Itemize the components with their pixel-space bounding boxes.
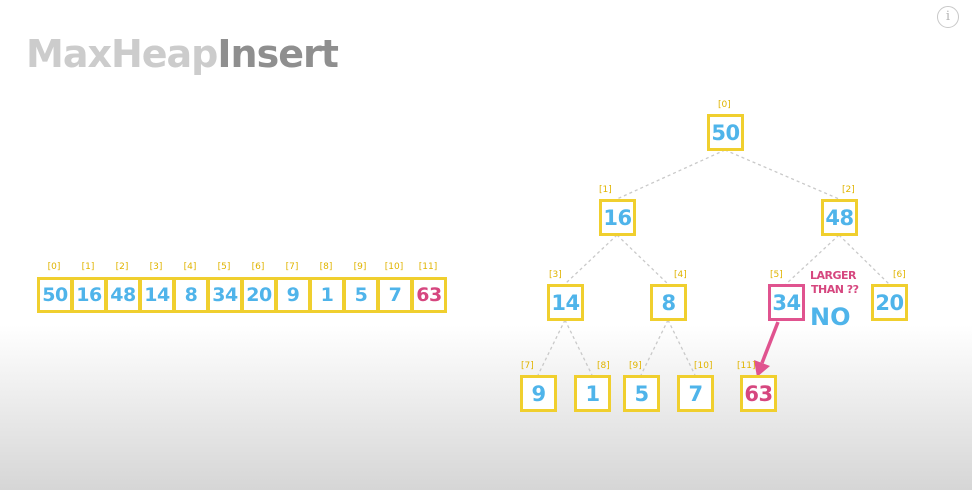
array-cell: 7: [377, 277, 413, 313]
array-index: [8]: [319, 262, 333, 272]
edge-0-1: [616, 149, 726, 200]
array-index: [0]: [47, 262, 61, 272]
tree-node: 48: [821, 199, 858, 236]
node-index: [5]: [770, 270, 783, 280]
tree-node: 7: [677, 375, 714, 412]
array-cell-new: 63: [411, 277, 447, 313]
array-index: [1]: [81, 262, 95, 272]
edge-4-10: [667, 319, 696, 376]
edge-1-4: [616, 234, 669, 285]
comparison-question-line1: LARGER: [810, 269, 857, 282]
array-index: [7]: [285, 262, 299, 272]
info-icon[interactable]: i: [937, 6, 959, 28]
edge-4-9: [640, 319, 669, 376]
tree-node: 5: [623, 375, 660, 412]
tree-node: 1: [574, 375, 611, 412]
edge-3-7: [537, 319, 566, 376]
node-index: [3]: [549, 270, 562, 280]
array-cell: 9: [275, 277, 311, 313]
array-cell: 20: [241, 277, 277, 313]
comparison-answer: NO: [810, 303, 851, 331]
array-cell: 48: [105, 277, 141, 313]
array-cell: 34: [207, 277, 243, 313]
array-index: [4]: [183, 262, 197, 272]
tree-node: 16: [599, 199, 636, 236]
tree-node-compared: 34: [768, 284, 805, 321]
edge-3-8: [564, 319, 593, 376]
array-index: [6]: [251, 262, 265, 272]
tree-node: 20: [871, 284, 908, 321]
edge-0-2: [724, 149, 840, 200]
array-cell: 14: [139, 277, 175, 313]
array-index: [2]: [115, 262, 129, 272]
array-index: [11]: [418, 262, 438, 272]
node-index: [11]: [737, 361, 756, 371]
page-title: MaxHeapInsert: [26, 32, 339, 76]
tree-node-root: 50: [707, 114, 744, 151]
array-cell: 16: [71, 277, 107, 313]
array-index: [9]: [353, 262, 367, 272]
tree-node: 8: [650, 284, 687, 321]
array-cell: 1: [309, 277, 345, 313]
swap-arrow: [754, 321, 780, 377]
node-index: [7]: [521, 361, 534, 371]
tree-node-new: 63: [740, 375, 777, 412]
node-index: [1]: [599, 185, 612, 195]
array-cell: 50: [37, 277, 73, 313]
node-index: [8]: [597, 361, 610, 371]
node-index: [4]: [674, 270, 687, 280]
node-index: [2]: [842, 185, 855, 195]
node-index: [9]: [629, 361, 642, 371]
tree-node: 9: [520, 375, 557, 412]
comparison-question-line2: THAN ??: [811, 283, 859, 296]
array-index: [10]: [384, 262, 404, 272]
array-index: [5]: [217, 262, 231, 272]
array-cell: 5: [343, 277, 379, 313]
array-index: [3]: [149, 262, 163, 272]
array-cell: 8: [173, 277, 209, 313]
node-index: [0]: [718, 100, 731, 110]
node-index: [6]: [893, 270, 906, 280]
node-index: [10]: [694, 361, 713, 371]
edge-2-5: [785, 234, 840, 285]
tree-node: 14: [547, 284, 584, 321]
edge-1-3: [564, 234, 618, 285]
